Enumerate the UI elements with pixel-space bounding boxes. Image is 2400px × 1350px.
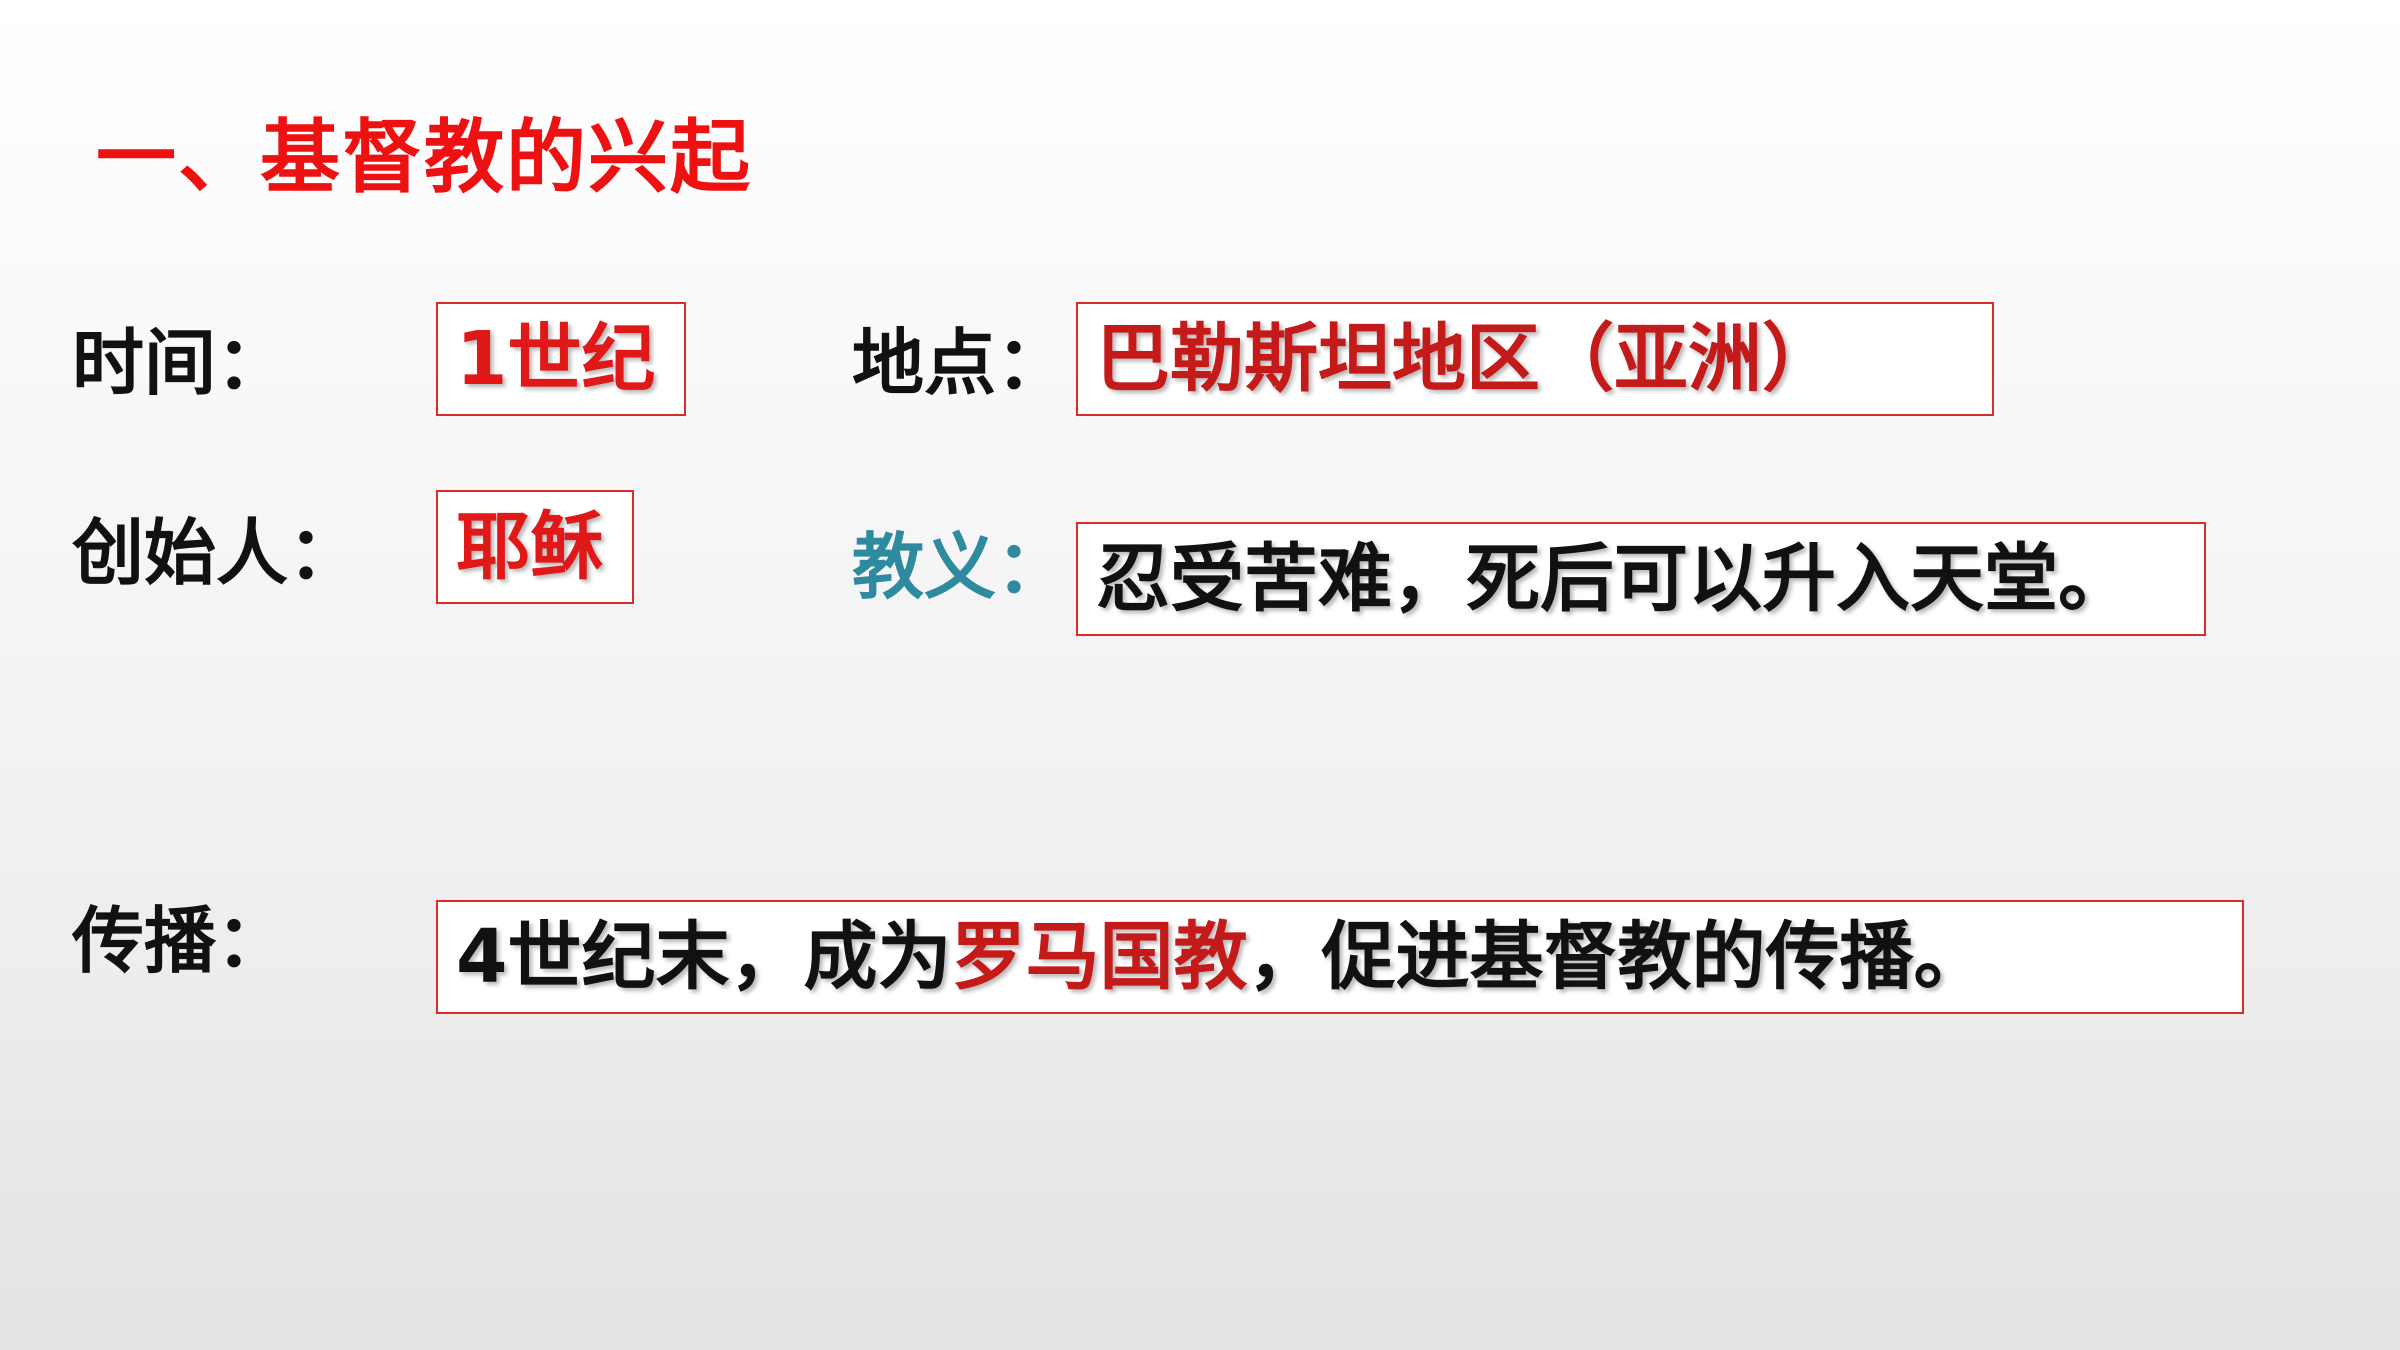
doctrine-box: 忍受苦难，死后可以升入天堂。 xyxy=(1076,522,2206,636)
place-label: 地点： xyxy=(852,321,1069,405)
doctrine-label: 教义： xyxy=(852,525,1069,609)
time-label: 时间： xyxy=(72,321,289,405)
doctrine-value: 忍受苦难，死后可以升入天堂。 xyxy=(1096,536,2132,622)
place-box: 巴勒斯坦地区（亚洲） xyxy=(1076,302,1994,416)
slide-title: 一、基督教的兴起 xyxy=(96,111,752,204)
spread-value-highlight: 罗马国教 xyxy=(951,914,1248,1000)
spread-box: 4世纪末，成为罗马国教，促进基督教的传播。 xyxy=(436,900,2244,1014)
time-box: 1世纪 xyxy=(436,302,686,416)
place-value: 巴勒斯坦地区（亚洲） xyxy=(1096,316,1836,402)
spread-value: 4世纪末，成为罗马国教，促进基督教的传播。 xyxy=(456,912,1988,1002)
founder-box: 耶稣 xyxy=(436,490,634,604)
spread-value-before: 4世纪末，成为 xyxy=(456,914,952,1000)
time-value: 1世纪 xyxy=(456,316,656,402)
spread-value-after: ，促进基督教的传播。 xyxy=(1247,914,1988,1000)
founder-value: 耶稣 xyxy=(456,504,604,590)
founder-label: 创始人： xyxy=(72,511,361,595)
spread-label: 传播： xyxy=(72,899,289,983)
